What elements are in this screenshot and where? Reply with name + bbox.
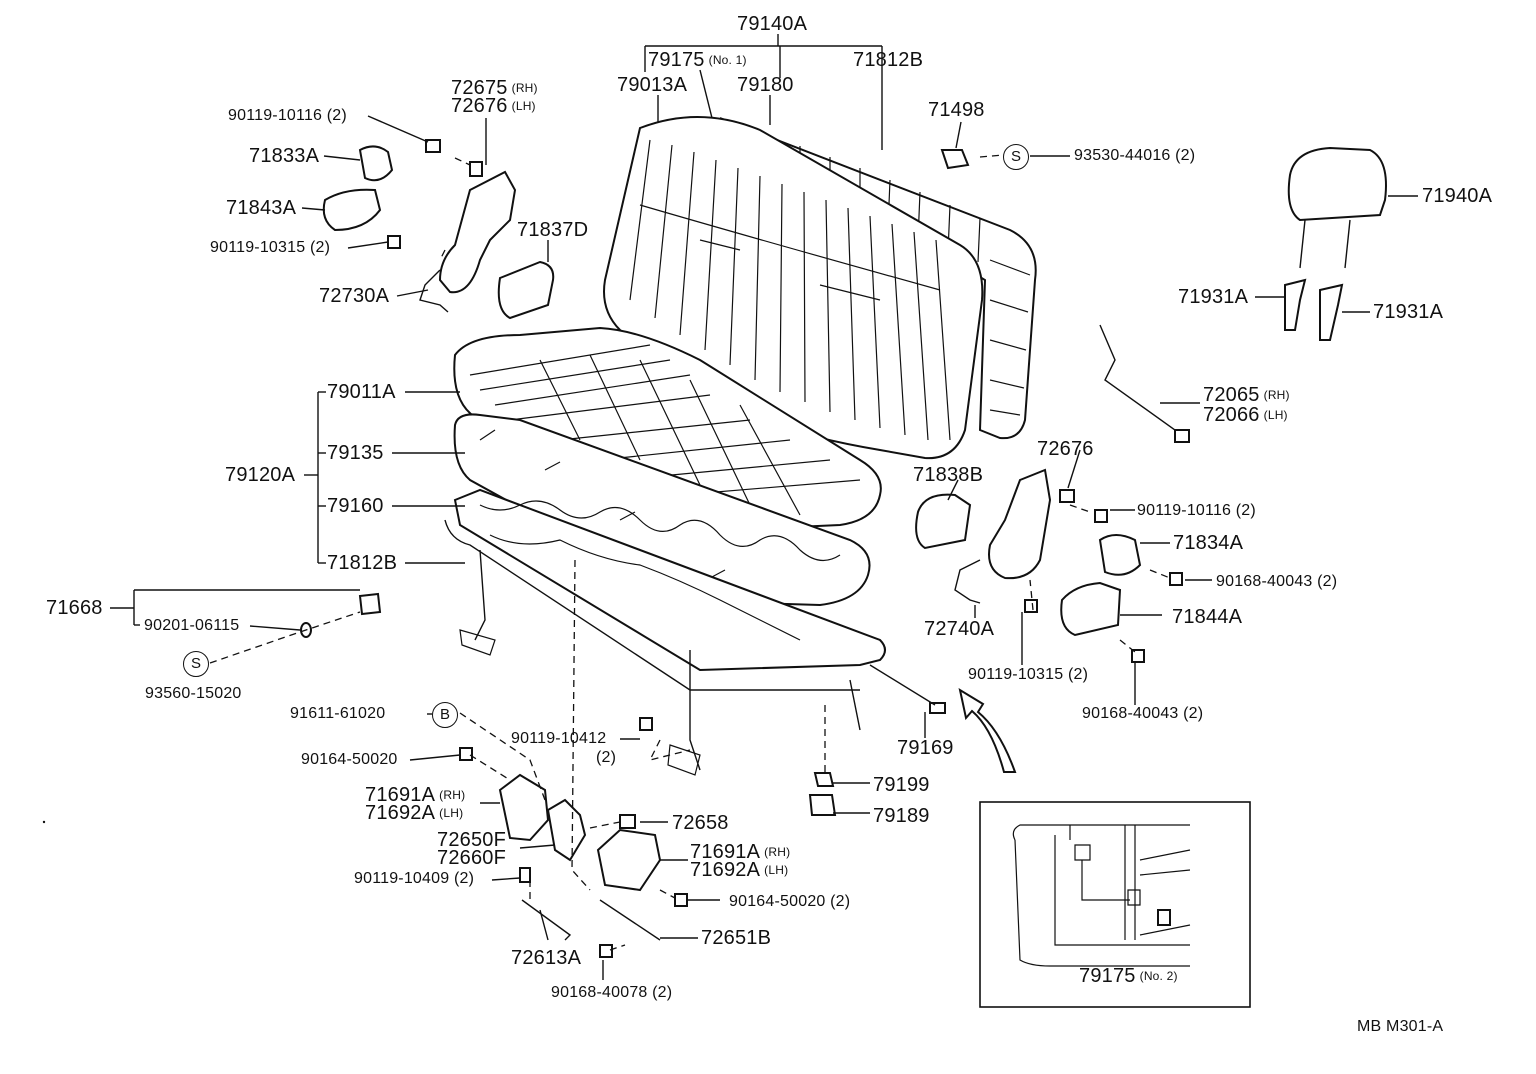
label-90119-10116-left: 90119-10116 (2) [228, 107, 347, 124]
label-90164-50020-left: 90164-50020 [301, 751, 398, 768]
symbol-b: B [432, 702, 458, 728]
label-79175-no1: 79175(No. 1) [648, 49, 747, 71]
seat-pad [453, 413, 871, 607]
headrest-and-misc [300, 146, 1387, 958]
label-71833A: 71833A [249, 145, 320, 167]
label-71691A-rh-right: 71691A(RH) [690, 841, 791, 863]
label-79140A: 79140A [737, 13, 808, 35]
label-91611-61020: 91611-61020 [290, 705, 386, 722]
label-90164-50020-right: 90164-50020 (2) [729, 893, 851, 910]
label-71692A-lh-right: 71692A(LH) [690, 859, 789, 881]
label-72740A: 72740A [924, 618, 995, 640]
label-71931A-left: 71931A [1178, 286, 1249, 308]
label-71692A-lh-left: 71692A(LH) [365, 802, 464, 824]
label-90168-40078: 90168-40078 (2) [551, 984, 673, 1001]
label-72613A: 72613A [511, 947, 582, 969]
label-90119-10409: 90119-10409 (2) [354, 870, 475, 887]
label-71931A-right: 71931A [1373, 301, 1444, 323]
symbol-s-top: S [1003, 144, 1029, 170]
label-72730A: 72730A [319, 285, 390, 307]
label-93560-15020: 93560-15020 [145, 685, 242, 702]
label-71838B: 71838B [913, 464, 984, 486]
label-71940A: 71940A [1422, 185, 1493, 207]
label-90119-10116-right: 90119-10116 (2) [1137, 502, 1256, 519]
lower-hinge-assembly [498, 773, 662, 941]
label-72651B: 72651B [701, 927, 772, 949]
leader-lines [110, 115, 1418, 980]
label-90119-10412-qty: (2) [596, 749, 617, 766]
symbol-s-left: S [183, 651, 209, 677]
label-90201-06115: 90201-06115 [144, 617, 240, 634]
label-71834A: 71834A [1173, 532, 1244, 554]
label-71668: 71668 [46, 597, 103, 619]
label-79135: 79135 [327, 442, 384, 464]
top-bracket-lines [644, 34, 883, 150]
diagram-code: MB M301-A [1357, 1018, 1444, 1035]
label-90119-10315-right: 90119-10315 (2) [968, 666, 1089, 683]
label-90119-10315-left: 90119-10315 (2) [210, 239, 331, 256]
label-79011A: 79011A [327, 381, 396, 403]
label-72650F: 72650F [437, 829, 507, 851]
label-79160: 79160 [327, 495, 384, 517]
label-79169: 79169 [897, 737, 954, 759]
label-72676-lh: 72676(LH) [451, 95, 536, 117]
label-71843A: 71843A [226, 197, 297, 219]
label-79199: 79199 [873, 774, 930, 796]
label-72066-lh: 72066(LH) [1203, 404, 1288, 426]
label-71844A: 71844A [1172, 606, 1243, 628]
seat-frame [444, 488, 886, 776]
label-71812B-top: 71812B [853, 49, 924, 71]
label-79013A: 79013A [617, 74, 688, 96]
label-72660F: 72660F [437, 847, 507, 869]
label-72676-right: 72676 [1037, 438, 1094, 460]
label-72658: 72658 [672, 812, 729, 834]
inset-detail [979, 801, 1251, 1008]
label-90119-10412: 90119-10412 [511, 730, 607, 747]
label-71812B-mid: 71812B [327, 552, 398, 574]
label-79175-no2: 79175(No. 2) [1079, 965, 1178, 987]
view-arrow [958, 687, 1017, 773]
label-79189: 79189 [873, 805, 930, 827]
label-72065-rh: 72065(RH) [1203, 384, 1290, 406]
label-71691A-rh-left: 71691A(RH) [365, 784, 466, 806]
label-79180: 79180 [737, 74, 794, 96]
label-71837D: 71837D [517, 219, 589, 241]
label-90168-40043-lower: 90168-40043 (2) [1082, 705, 1204, 722]
dashed-leaders [209, 154, 1171, 951]
right-hinge-parts [915, 468, 1183, 663]
label-79120A: 79120A [225, 464, 296, 486]
label-90168-40043-upper: 90168-40043 (2) [1216, 573, 1338, 590]
label-71498: 71498 [928, 99, 985, 121]
label-93530-44016: 93530-44016 (2) [1074, 147, 1196, 164]
left-hinge-parts [322, 139, 555, 320]
label-72675-rh: 72675(RH) [451, 77, 538, 99]
